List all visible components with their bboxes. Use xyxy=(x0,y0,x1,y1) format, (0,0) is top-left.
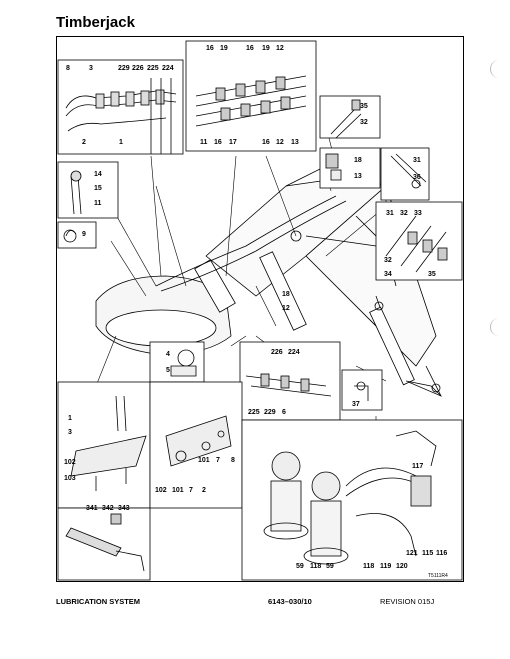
callout: 13 xyxy=(291,139,299,146)
callout: 101 xyxy=(172,487,184,494)
callout: 18 xyxy=(282,291,290,298)
callout: 120 xyxy=(396,563,408,570)
callout: 102 xyxy=(64,459,76,466)
callout: 6 xyxy=(282,409,286,416)
callout: 2 xyxy=(202,487,206,494)
callout: 19 xyxy=(262,45,270,52)
callout: 3 xyxy=(89,65,93,72)
callout: 16 xyxy=(246,45,254,52)
detail-box-right xyxy=(375,201,463,281)
detail-box-left-mid xyxy=(57,161,119,219)
callout: 35 xyxy=(360,103,368,110)
callout: 12 xyxy=(282,305,290,312)
callout: 33 xyxy=(414,210,422,217)
callout: 118 xyxy=(363,563,374,570)
callout: 36 xyxy=(413,174,421,181)
callout: 119 xyxy=(380,563,391,570)
callout: 9 xyxy=(82,231,86,238)
callout: 342 xyxy=(102,505,114,512)
callout: 1 xyxy=(68,415,72,422)
lubrication-diagram: 8 3 229 226 225 224 2 1 16 19 16 19 12 1… xyxy=(57,40,463,581)
callout: 229 xyxy=(118,65,130,72)
callout: 59 xyxy=(296,563,304,570)
machine-outline xyxy=(95,165,442,397)
callout: 7 xyxy=(216,457,220,464)
callout: 8 xyxy=(231,457,235,464)
callout: 37 xyxy=(352,401,360,408)
callout: 226 xyxy=(132,65,144,72)
component-drawings xyxy=(63,75,448,572)
footer-section-title: LUBRICATION SYSTEM xyxy=(56,597,141,606)
callout: 12 xyxy=(276,139,284,146)
callout: 121 xyxy=(406,550,418,557)
callout: 12 xyxy=(276,45,284,52)
callout: 101 xyxy=(198,457,210,464)
callout: 103 xyxy=(64,475,76,482)
detail-box-r1 xyxy=(319,95,381,139)
callout: 224 xyxy=(162,65,174,72)
callout: 11 xyxy=(200,139,208,146)
figure-reference: T5111R4 xyxy=(428,573,448,579)
callout: 32 xyxy=(384,257,392,264)
brand-title: Timberjack xyxy=(56,14,135,31)
callout: 7 xyxy=(189,487,193,494)
callout: 16 xyxy=(262,139,270,146)
callout: 2 xyxy=(82,139,86,146)
detail-box-r3 xyxy=(380,147,430,201)
callout: 35 xyxy=(428,271,436,278)
callout: 229 xyxy=(264,409,276,416)
callout: 341 xyxy=(86,505,98,512)
callout: 3 xyxy=(68,429,72,436)
callout: 102 xyxy=(155,487,167,494)
callout: 32 xyxy=(360,119,368,126)
callout: 226 xyxy=(271,349,283,356)
callout: 1 xyxy=(119,139,123,146)
callout: 16 xyxy=(214,139,222,146)
diagram-frame xyxy=(56,36,464,582)
callout: 34 xyxy=(384,271,392,278)
detail-box-top-left xyxy=(57,59,184,155)
callout: 5 xyxy=(166,367,170,374)
callout: 225 xyxy=(248,409,260,416)
callout: 4 xyxy=(166,351,170,358)
callout: 225 xyxy=(147,65,159,72)
callout: 31 xyxy=(386,210,394,217)
callout: 32 xyxy=(400,210,408,217)
binding-mark xyxy=(490,318,505,336)
callout: 14 xyxy=(94,171,102,178)
callout: 343 xyxy=(118,505,130,512)
callout: 31 xyxy=(413,157,421,164)
callout: 117 xyxy=(412,463,423,470)
callout: 8 xyxy=(66,65,70,72)
footer-revision: REVISION 015J xyxy=(380,597,435,606)
callout: 59 xyxy=(326,563,334,570)
callout: 17 xyxy=(229,139,237,146)
callout: 11 xyxy=(94,200,102,207)
binding-mark xyxy=(490,60,505,78)
callout: 16 xyxy=(206,45,214,52)
detail-box-226 xyxy=(239,341,341,421)
callout: 115 xyxy=(422,550,433,557)
callout: 116 xyxy=(436,550,447,557)
callout: 18 xyxy=(354,157,362,164)
callout: 118 xyxy=(310,563,321,570)
callout: 19 xyxy=(220,45,228,52)
callout-labels: 8 3 229 226 225 224 2 1 16 19 16 19 12 1… xyxy=(64,45,448,579)
footer-page-number: 6143–030/10 xyxy=(268,597,312,606)
callout: 224 xyxy=(288,349,300,356)
callout: 15 xyxy=(94,185,102,192)
callout: 13 xyxy=(354,173,362,180)
